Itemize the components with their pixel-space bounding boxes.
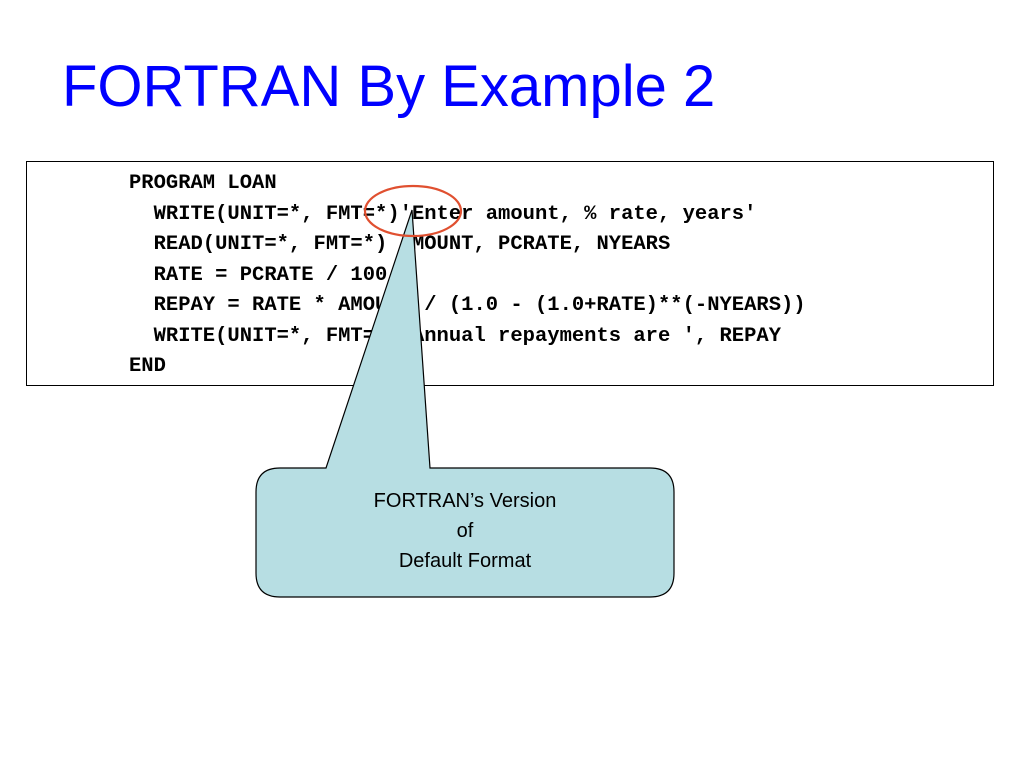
code-listing-box: PROGRAM LOAN WRITE(UNIT=*, FMT=*)'Enter … (26, 161, 994, 386)
code-line-5: REPAY = RATE * AMOUNT / (1.0 - (1.0+RATE… (129, 294, 806, 317)
code-line-3: READ(UNIT=*, FMT=*) AMOUNT, PCRATE, NYEA… (129, 233, 671, 256)
callout-line-2: of (456, 520, 474, 542)
callout-line-1: FORTRAN’s Version (373, 490, 557, 512)
slide-title: FORTRAN By Example 2 (62, 54, 716, 119)
code-line-4: RATE = PCRATE / 100.0 (129, 264, 412, 287)
callout-line-3: Default Format (398, 550, 532, 572)
code-line-2: WRITE(UNIT=*, FMT=*)'Enter amount, % rat… (129, 203, 757, 226)
callout-text: FORTRAN’s Version of Default Format (256, 486, 674, 576)
code-line-1: PROGRAM LOAN (129, 172, 277, 195)
code-line-7: END (129, 355, 166, 378)
code-line-6: WRITE(UNIT=*, FMT=*)'Annual repayments a… (129, 325, 782, 348)
